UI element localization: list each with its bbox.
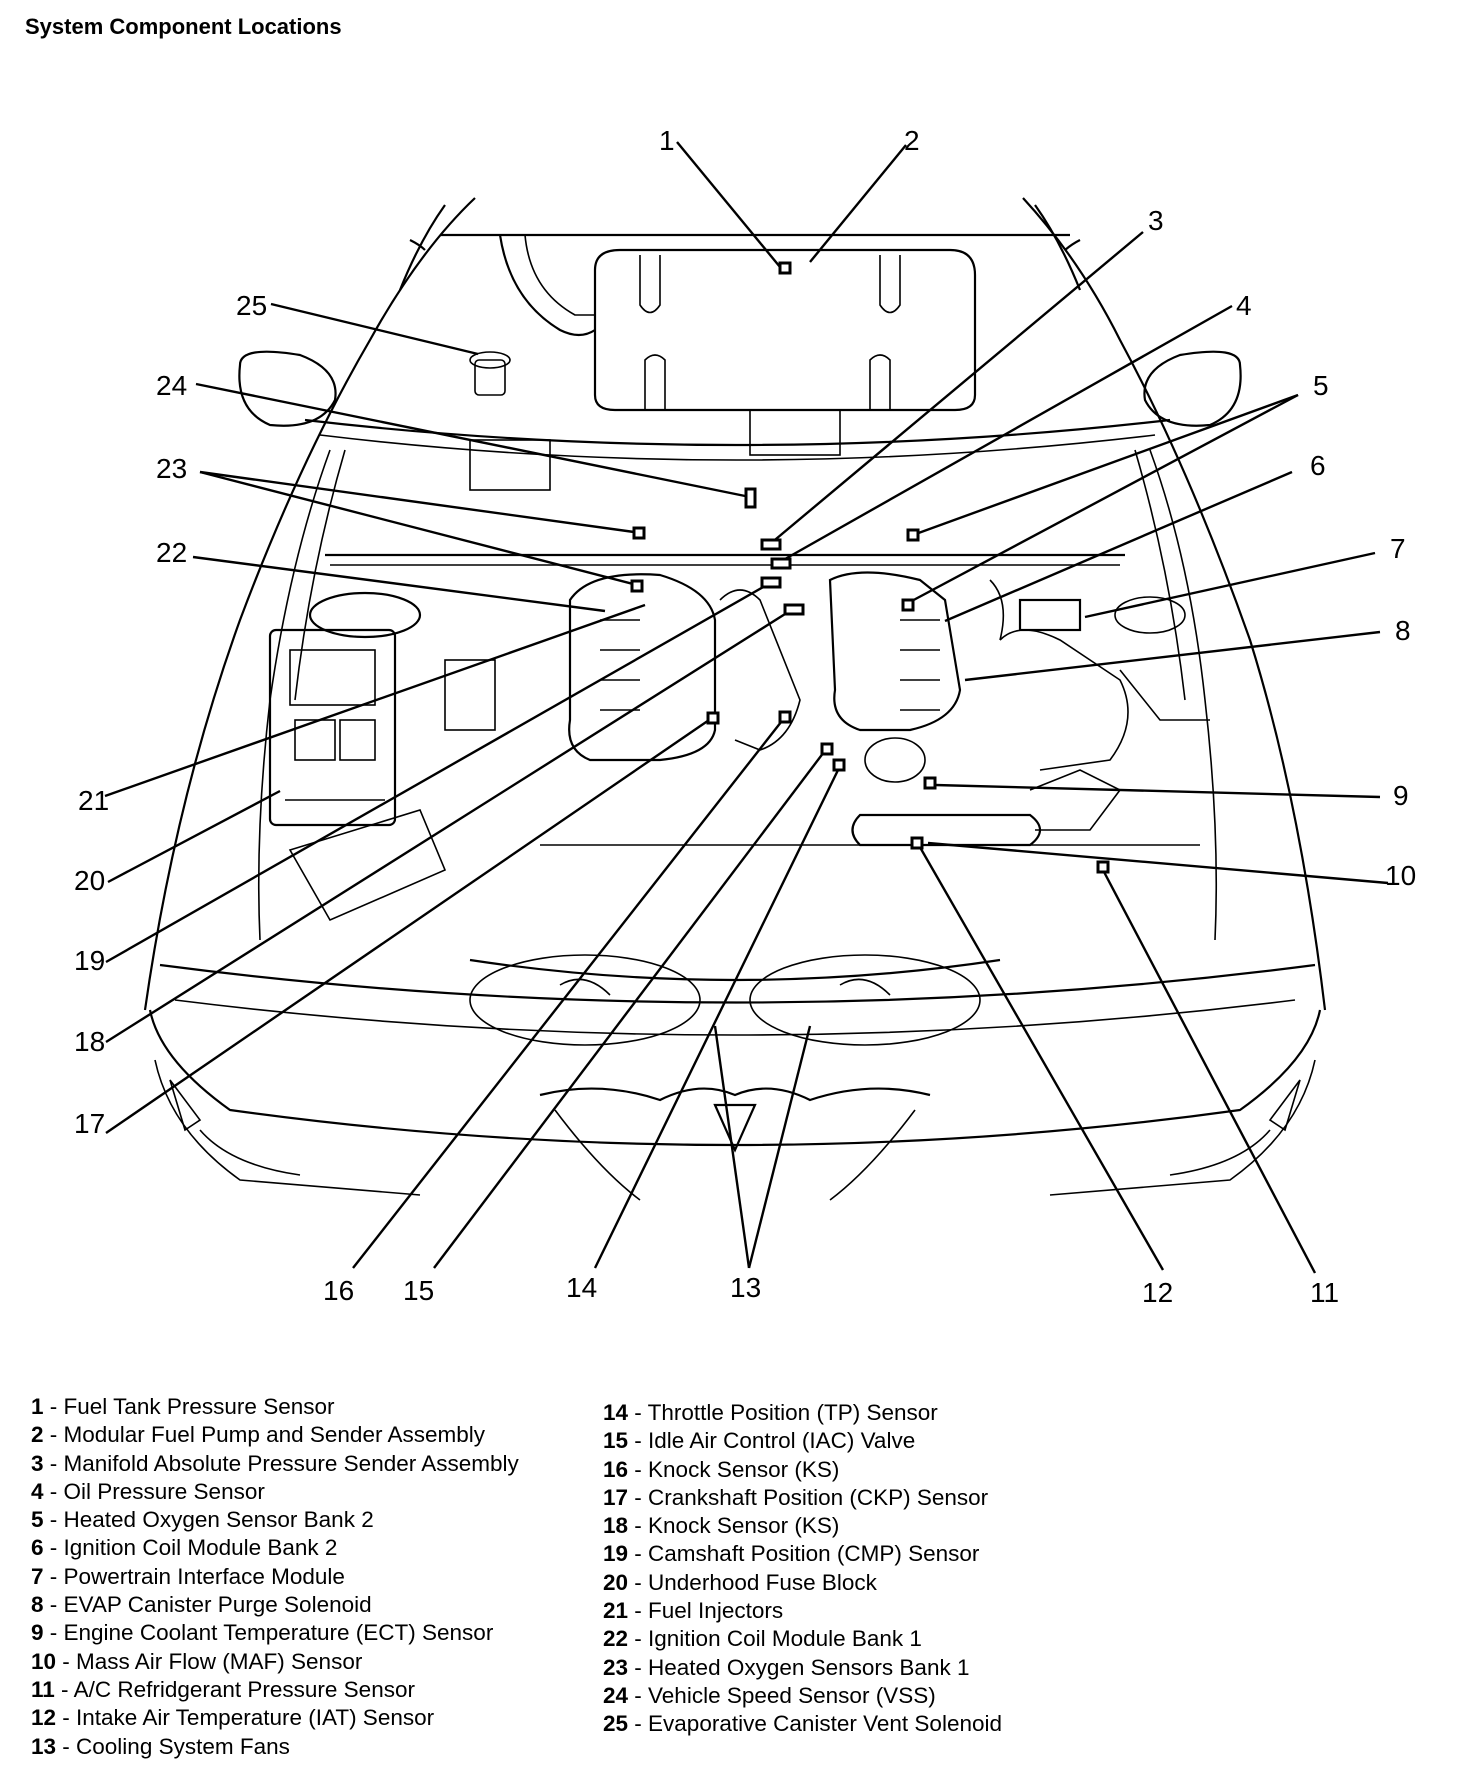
legend-item-19: 19 - Camshaft Position (CMP) Sensor [603, 1541, 980, 1567]
legend-item-3: 3 - Manifold Absolute Pressure Sender As… [31, 1450, 519, 1476]
marker-18 [783, 603, 805, 616]
callout-1: 1 [659, 125, 675, 156]
legend-item-20: 20 - Underhood Fuse Block [603, 1569, 877, 1595]
callout-9: 9 [1393, 780, 1409, 811]
callout-numbers: 1 2 3 4 5 6 7 8 9 10 11 12 13 14 15 16 1… [74, 125, 1416, 1308]
legend-item-4: 4 - Oil Pressure Sensor [31, 1478, 265, 1504]
callout-12: 12 [1142, 1277, 1173, 1308]
marker-4 [770, 557, 792, 570]
callout-21: 21 [78, 785, 109, 816]
callout-22: 22 [156, 537, 187, 568]
callout-18: 18 [74, 1026, 105, 1057]
marker-5a [906, 528, 920, 542]
legend-item-14: 14 - Throttle Position (TP) Sensor [603, 1400, 938, 1425]
legend-item-15: 15 - Idle Air Control (IAC) Valve [603, 1428, 916, 1454]
component-markers [630, 261, 1110, 874]
marker-17 [706, 711, 720, 725]
legend-item-10: 10 - Mass Air Flow (MAF) Sensor [31, 1648, 363, 1674]
marker-19 [760, 576, 782, 589]
callout-16: 16 [323, 1275, 354, 1306]
legend-item-8: 8 - EVAP Canister Purge Solenoid [31, 1592, 372, 1618]
marker-24 [744, 487, 757, 509]
callout-15: 15 [403, 1275, 434, 1306]
legend-item-7: 7 - Powertrain Interface Module [31, 1563, 345, 1589]
callout-5: 5 [1313, 370, 1329, 401]
page-title: System Component Locations [25, 14, 342, 39]
marker-15 [820, 742, 834, 756]
legend-item-13: 13 - Cooling System Fans [31, 1733, 290, 1759]
engine-compartment-diagram: 1 2 3 4 5 6 7 8 9 10 11 12 13 14 15 16 1… [74, 125, 1416, 1308]
leader-lines [104, 141, 1389, 1274]
callout-20: 20 [74, 865, 105, 896]
marker-14 [832, 758, 846, 772]
legend-item-6: 6 - Ignition Coil Module Bank 2 [31, 1535, 338, 1561]
legend-item-21: 21 - Fuel Injectors [603, 1598, 784, 1624]
callout-13: 13 [730, 1272, 761, 1303]
marker-16 [778, 710, 792, 724]
marker-9 [923, 776, 937, 790]
legend-item-18: 18 - Knock Sensor (KS) [603, 1513, 840, 1539]
legend-item-5: 5 - Heated Oxygen Sensor Bank 2 [31, 1507, 374, 1533]
marker-11 [1096, 860, 1110, 874]
callout-4: 4 [1236, 290, 1252, 321]
callout-25: 25 [236, 290, 267, 321]
legend-item-2: 2 - Modular Fuel Pump and Sender Assembl… [31, 1422, 485, 1448]
legend-column-right: 14 - Throttle Position (TP) Sensor 15 - … [603, 1399, 1002, 1739]
callout-6: 6 [1310, 450, 1326, 481]
marker-12 [910, 836, 924, 850]
callout-19: 19 [74, 945, 105, 976]
callout-8: 8 [1395, 615, 1411, 646]
legend-item-24: 24 - Vehicle Speed Sensor (VSS) [603, 1682, 936, 1708]
legend-item-22: 22 - Ignition Coil Module Bank 1 [603, 1626, 922, 1652]
marker-3 [760, 538, 782, 551]
legend-item-9: 9 - Engine Coolant Temperature (ECT) Sen… [31, 1620, 494, 1646]
legend-item-12: 12 - Intake Air Temperature (IAT) Sensor [31, 1705, 435, 1731]
vehicle-outline [143, 197, 1327, 1201]
marker-6 [901, 598, 915, 612]
callout-3: 3 [1148, 205, 1164, 236]
legend-item-17: 17 - Crankshaft Position (CKP) Sensor [603, 1484, 989, 1510]
callout-24: 24 [156, 370, 187, 401]
callout-11: 11 [1310, 1277, 1339, 1308]
marker-1 [778, 261, 792, 275]
legend-item-16: 16 - Knock Sensor (KS) [603, 1456, 840, 1482]
legend-item-23: 23 - Heated Oxygen Sensors Bank 1 [603, 1654, 970, 1680]
legend-item-1: 1 - Fuel Tank Pressure Sensor [31, 1394, 335, 1419]
marker-23b [630, 579, 644, 593]
callout-7: 7 [1390, 533, 1406, 564]
callout-17: 17 [74, 1108, 105, 1139]
callout-10: 10 [1385, 860, 1416, 891]
callout-23: 23 [156, 453, 187, 484]
legend-item-11: 11 - A/C Refridgerant Pressure Sensor [31, 1676, 415, 1702]
legend-item-25: 25 - Evaporative Canister Vent Solenoid [603, 1711, 1002, 1737]
callout-14: 14 [566, 1272, 597, 1303]
legend-column-left: 1 - Fuel Tank Pressure Sensor 2 - Modula… [31, 1393, 519, 1761]
callout-2: 2 [904, 125, 920, 156]
marker-23a [632, 526, 646, 540]
